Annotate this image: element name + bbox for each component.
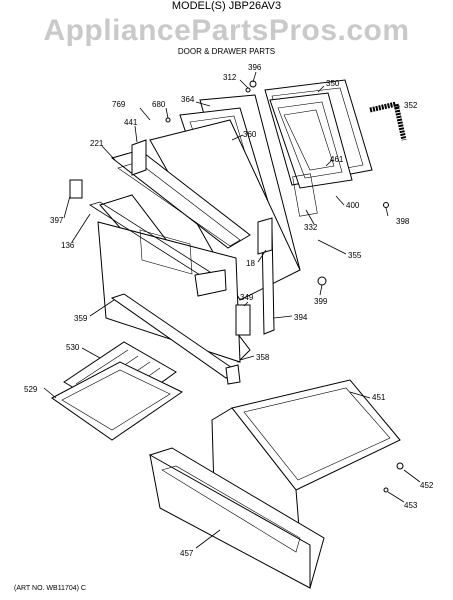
callout-364: 364: [181, 95, 195, 104]
callout-18: 18: [246, 259, 255, 268]
outer-door-panel: [89, 194, 251, 363]
callout-352: 352: [404, 101, 418, 110]
fasteners: [165, 80, 404, 493]
callout-332: 332: [304, 223, 318, 232]
callout-359: 359: [74, 314, 88, 323]
callout-312: 312: [223, 73, 237, 82]
model-heading: MODEL(S) JBP26AV3: [171, 0, 282, 12]
callout-399: 399: [314, 297, 328, 306]
callout-221: 221: [90, 139, 104, 148]
handle-clip: [69, 179, 83, 199]
callout-360: 360: [243, 130, 257, 139]
drawer-front: [148, 447, 325, 589]
callout-358: 358: [256, 353, 270, 362]
vent-bracket: [131, 139, 147, 176]
door-bottom-trim: [110, 293, 241, 385]
door-hinges: [257, 217, 275, 335]
callout-457: 457: [180, 549, 194, 558]
callout-680: 680: [152, 100, 166, 109]
callout-397: 397: [50, 216, 64, 225]
callout-400: 400: [346, 201, 360, 210]
callout-labels: 396 312 350 352 769 680 364 441 360 221 …: [24, 63, 434, 558]
callout-394: 394: [294, 313, 308, 322]
door-window-assembly: [269, 92, 353, 189]
door-gasket: [369, 100, 407, 141]
drawer-body: [211, 379, 401, 546]
callout-461: 461: [330, 155, 344, 164]
callout-769: 769: [112, 100, 126, 109]
callout-136: 136: [61, 241, 75, 250]
callout-441: 441: [124, 118, 138, 127]
diagram-subtitle: DOOR & DRAWER PARTS: [177, 47, 276, 56]
callout-396: 396: [248, 63, 262, 72]
callout-452: 452: [420, 481, 434, 490]
callout-350: 350: [326, 79, 340, 88]
callout-453: 453: [404, 501, 418, 510]
door-insulation: [235, 304, 251, 336]
watermark-logo: AppliancePartsPros.com: [43, 14, 410, 47]
callout-529: 529: [24, 385, 38, 394]
callout-leaders: [43, 71, 421, 549]
callout-398: 398: [396, 217, 410, 226]
broiler-pan: [51, 361, 183, 441]
callout-355: 355: [348, 251, 362, 260]
callout-349: 349: [240, 293, 254, 302]
art-number: (ART NO. WB11704) C: [14, 585, 86, 592]
door-top-trim: [110, 149, 251, 249]
callout-451: 451: [372, 393, 386, 402]
callout-530: 530: [66, 343, 80, 352]
